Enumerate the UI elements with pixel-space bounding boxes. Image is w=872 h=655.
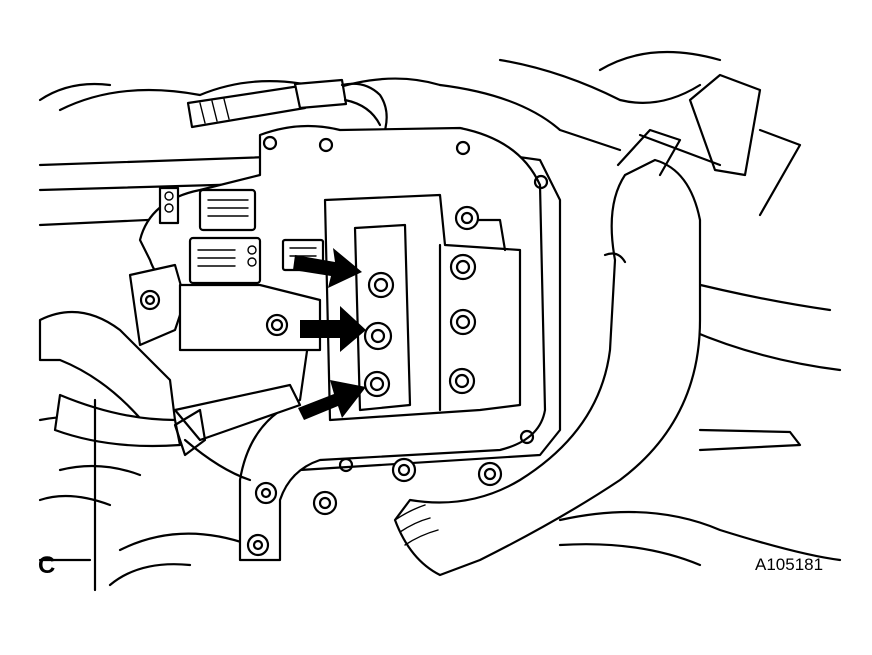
bolt-middle-left xyxy=(363,321,393,351)
bolt-low-right xyxy=(448,367,476,395)
arrow-top xyxy=(293,248,362,288)
view-label: C xyxy=(38,552,55,579)
connector-blocks xyxy=(158,186,325,285)
coolant-hose xyxy=(393,128,702,577)
arrow-bottom xyxy=(298,380,366,420)
bolt-top-left xyxy=(367,271,395,299)
arrow-middle xyxy=(300,306,366,352)
wiring-harness xyxy=(38,310,302,592)
terminal-cover xyxy=(323,193,522,422)
left-bracket xyxy=(128,263,322,352)
terminal-bolts xyxy=(363,205,480,398)
figure-id: A105181 xyxy=(755,555,823,574)
bolt-upper-right xyxy=(449,253,477,281)
bolt-mid-right xyxy=(449,308,477,336)
bolt-bottom-left xyxy=(363,370,391,398)
sensor-connector xyxy=(186,78,388,132)
bolt-top-right xyxy=(454,205,480,231)
callout-arrows xyxy=(293,248,366,420)
